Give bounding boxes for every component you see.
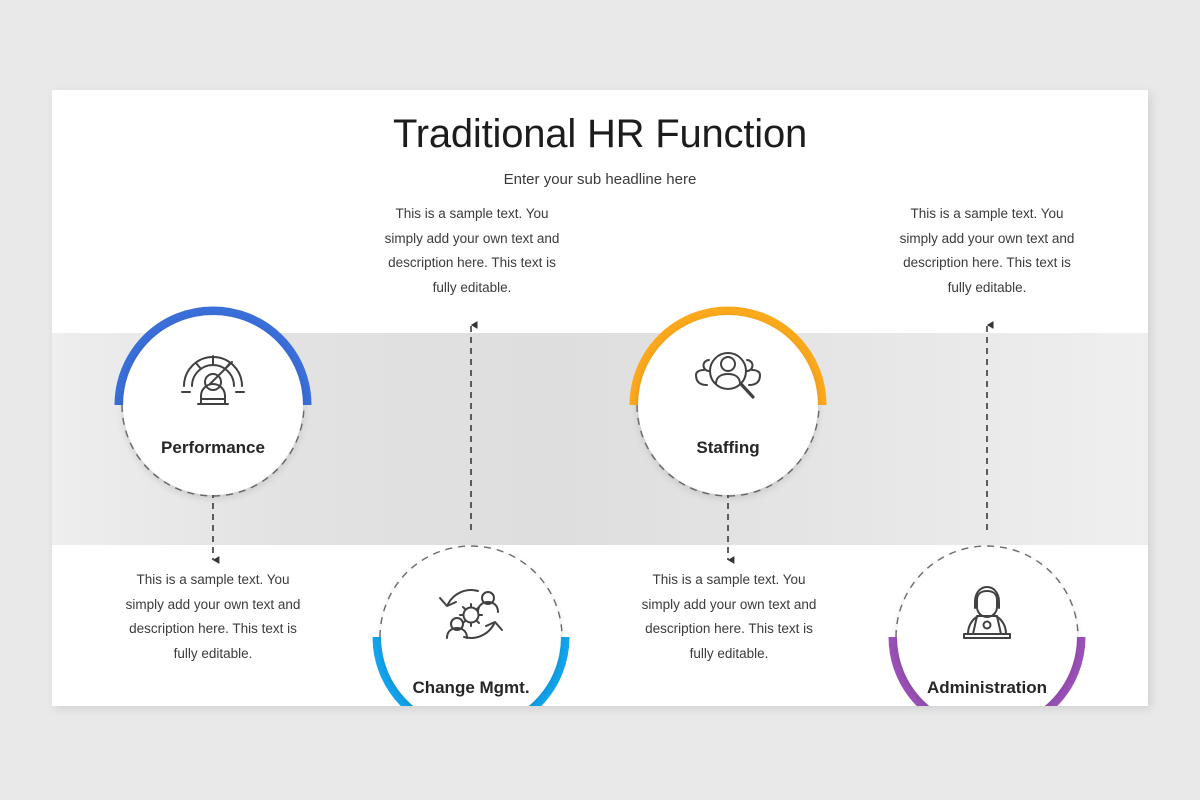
cycle-gears-people-icon bbox=[434, 582, 508, 646]
person-laptop-icon bbox=[950, 582, 1024, 646]
gauge-person-icon bbox=[176, 342, 250, 406]
ring-colored-arc bbox=[372, 636, 570, 706]
node-administration[interactable]: Administration bbox=[880, 530, 1094, 706]
node-label: Change Mgmt. bbox=[412, 678, 530, 697]
description-performance: This is a sample text. You simply add yo… bbox=[125, 572, 301, 661]
node-performance[interactable]: Performance bbox=[106, 298, 320, 512]
node-label: Performance bbox=[161, 438, 265, 457]
node-disc bbox=[897, 547, 1077, 706]
node-label: Administration bbox=[927, 678, 1047, 697]
node-staffing[interactable]: Staffing bbox=[621, 298, 835, 512]
people-magnifier-icon bbox=[691, 342, 765, 406]
page-title: Traditional HR Function bbox=[392, 112, 808, 156]
ring-colored-arc bbox=[888, 636, 1086, 706]
description-change-mgmt: This is a sample text. You simply add yo… bbox=[384, 206, 560, 295]
ring-dashed-arc bbox=[121, 404, 305, 497]
page-subtitle: Enter your sub headline here bbox=[503, 171, 697, 188]
node-disc bbox=[638, 315, 818, 495]
node-label: Staffing bbox=[696, 438, 760, 457]
description-administration: This is a sample text. You simply add yo… bbox=[899, 206, 1075, 295]
description-staffing: This is a sample text. You simply add yo… bbox=[641, 572, 817, 661]
ring-dashed-arc bbox=[636, 404, 820, 497]
slide-canvas: Traditional HR Function Enter your sub h… bbox=[52, 90, 1148, 706]
node-change-mgmt[interactable]: Change Mgmt. bbox=[364, 530, 578, 706]
